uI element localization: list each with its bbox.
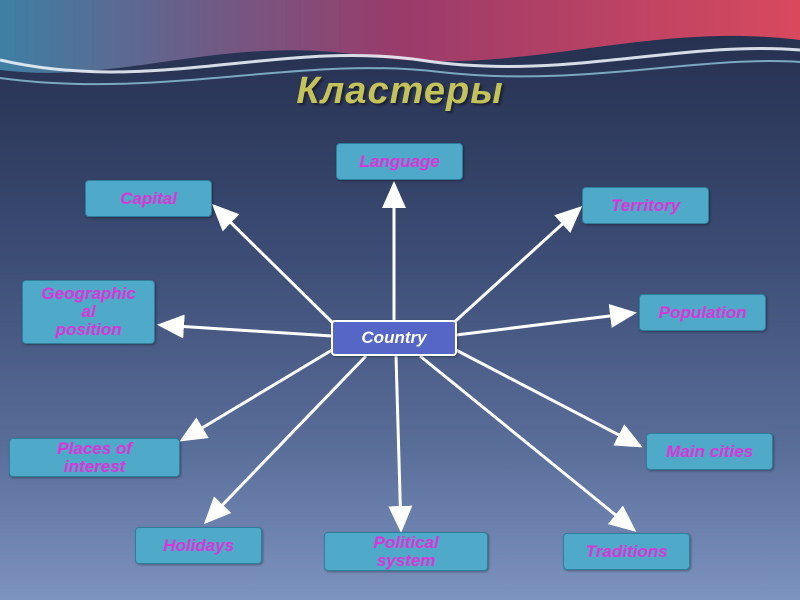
arrow-to-places xyxy=(182,350,332,440)
node-capital: Capital xyxy=(85,180,212,217)
node-holidays-label: Holidays xyxy=(163,537,234,555)
node-geographical-position: Geographic al position xyxy=(22,280,155,344)
node-places-of-interest-label: Places of interest xyxy=(57,440,132,476)
node-language-label: Language xyxy=(359,153,439,171)
node-territory: Territory xyxy=(582,187,709,224)
node-country-center: Country xyxy=(331,320,457,356)
node-geographical-position-label: Geographic al position xyxy=(41,285,135,339)
arrow-to-main-cities xyxy=(456,350,640,446)
node-capital-label: Capital xyxy=(120,190,177,208)
node-traditions-label: Traditions xyxy=(586,543,668,561)
arrow-to-geographical xyxy=(160,325,332,336)
arrow-to-territory xyxy=(450,208,580,326)
arrow-to-traditions xyxy=(420,356,634,530)
node-population-label: Population xyxy=(659,304,747,322)
node-political-system-label: Political system xyxy=(373,534,438,570)
node-population: Population xyxy=(639,294,766,331)
node-political-system: Political system xyxy=(324,532,488,571)
node-territory-label: Territory xyxy=(611,197,680,215)
node-country-label: Country xyxy=(361,329,426,347)
node-places-of-interest: Places of interest xyxy=(9,438,180,477)
node-holidays: Holidays xyxy=(135,527,262,564)
arrow-to-holidays xyxy=(206,356,366,522)
node-main-cities: Main cities xyxy=(646,433,773,470)
node-language: Language xyxy=(336,143,463,180)
arrow-to-political xyxy=(396,356,401,530)
node-traditions: Traditions xyxy=(563,533,690,570)
arrow-to-capital xyxy=(214,206,338,328)
arrow-to-population xyxy=(456,313,634,335)
node-main-cities-label: Main cities xyxy=(666,443,753,461)
